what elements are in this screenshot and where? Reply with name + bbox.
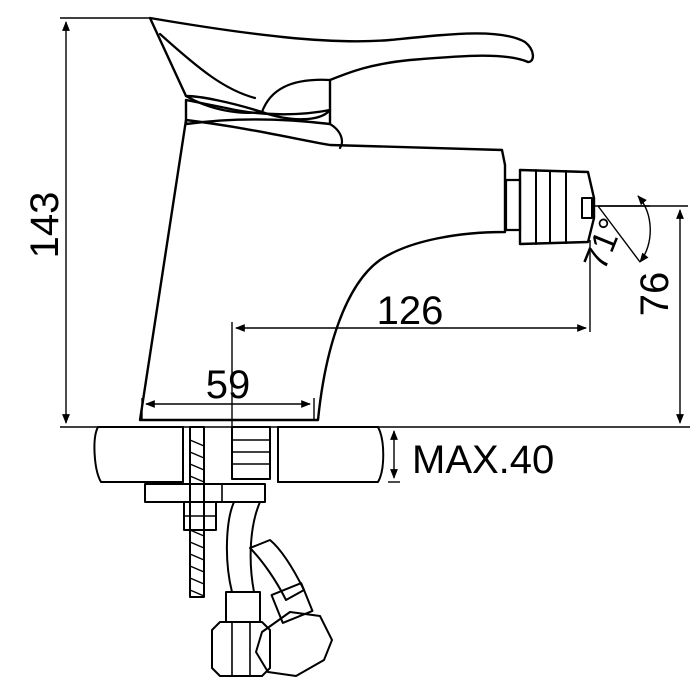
spray-nozzle [504,168,596,246]
base-width-label: 59 [206,363,251,407]
flexible-hoses [211,501,333,677]
spout-angle-label: 71° [577,213,631,275]
counter-thickness-label: MAX.40 [412,438,554,482]
dimension-lines [60,17,690,483]
countertop-section [93,426,385,483]
spout-height-label: 76 [633,272,677,317]
faucet-body [138,16,535,422]
spout-reach-label: 126 [377,289,444,333]
mounting-hardware [144,426,271,598]
overall-height-label: 143 [23,192,67,259]
